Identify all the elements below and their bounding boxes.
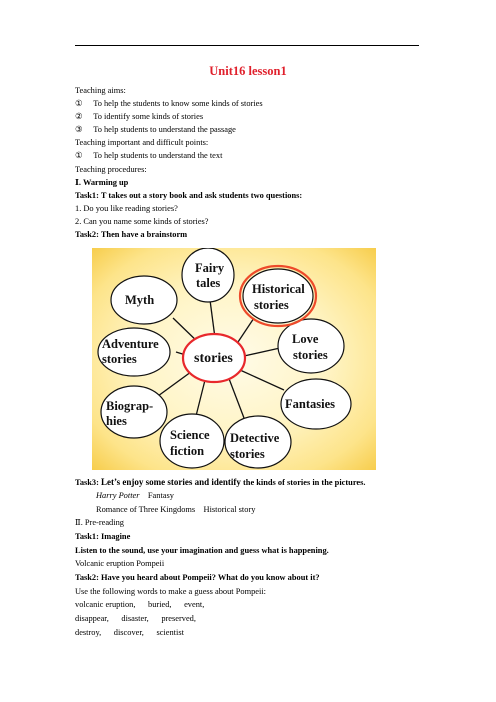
procedures-heading: Teaching procedures: [75, 165, 147, 174]
label-myth: Myth [125, 293, 154, 307]
label-detective-1: Detective [230, 431, 280, 445]
aim-item: ③ To help students to understand the pas… [75, 125, 236, 134]
aims-heading: Teaching aims: [75, 86, 126, 95]
task1-heading: Task1: T takes out a story book and ask … [75, 191, 303, 200]
label-adventure-1: Adventure [102, 337, 159, 351]
line-detective [227, 375, 245, 419]
question-2: 2. Can you name some kinds of stories? [75, 217, 209, 226]
bubble-fairy-tales [181, 248, 235, 303]
bubble-center [181, 332, 247, 384]
label-historical-2: stories [254, 298, 289, 312]
example-row: Romance of Three Kingdoms Historical sto… [96, 505, 256, 514]
aim-item: ② To identify some kinds of stories [75, 112, 204, 121]
question-1: 1. Do you like reading stories? [75, 204, 178, 213]
example-row: Harry Potter Fantasy [96, 491, 174, 500]
label-center: stories [194, 351, 233, 366]
bubble-science [159, 413, 225, 469]
section-warming-up: Ⅰ. Warming up [75, 178, 129, 187]
difficult-heading: Teaching important and difficult points: [75, 138, 209, 147]
label-fantasies: Fantasies [285, 397, 335, 411]
bubble-historical [242, 268, 314, 324]
header-rule [75, 45, 419, 46]
line-fairy [209, 299, 216, 339]
label-adventure-2: stories [102, 352, 137, 366]
words-line-1: volcanic eruption, buried, event, [75, 600, 205, 609]
label-fairy-1: Fairy [195, 261, 225, 275]
pre-task1-answer: Volcanic eruption Pompeii [75, 559, 165, 568]
page-title: Unit16 lesson1 [209, 64, 287, 78]
task3-heading: Task3: Let’s enjoy some stories and iden… [75, 477, 366, 487]
pre-task1-instruction: Listen to the sound, use your imaginatio… [75, 546, 329, 555]
aim-item: ① To help the students to know some kind… [75, 99, 263, 108]
pre-task1-heading: Task1: Imagine [75, 532, 131, 541]
bubble-fantasies [280, 378, 352, 430]
label-historical-1: Historical [252, 282, 305, 296]
label-science-2: fiction [170, 444, 204, 458]
words-line-3: destroy, discover, scientist [75, 628, 184, 637]
label-biography-1: Biograp- [106, 399, 153, 413]
brainstorm-svg: Fairy tales Myth Historical stories Adve… [97, 248, 352, 469]
line-fantasies [239, 369, 285, 391]
label-love-1: Love [292, 332, 319, 346]
bubble-myth [110, 275, 178, 325]
label-detective-2: stories [230, 447, 265, 461]
pre-task2-heading: Task2: Have you heard about Pompeii? Wha… [75, 573, 320, 582]
bubble-adventure [97, 327, 171, 377]
brainstorm-diagram: Fairy tales Myth Historical stories Adve… [92, 248, 376, 470]
label-science-1: Science [170, 428, 210, 442]
label-fairy-2: tales [196, 276, 220, 290]
label-biography-2: hies [106, 414, 127, 428]
words-line-2: disappear, disaster, preserved, [75, 614, 196, 623]
difficult-item: ① To help students to understand the tex… [75, 151, 223, 160]
pre-task2-instruction: Use the following words to make a guess … [75, 587, 266, 596]
bubble-detective [224, 415, 292, 469]
line-science [195, 375, 207, 417]
bubbles [97, 248, 352, 469]
bubble-love [277, 318, 345, 374]
line-historical [237, 317, 255, 343]
label-love-2: stories [293, 348, 328, 362]
task2-heading: Task2: Then have a brainstorm [75, 230, 188, 239]
highlight-ring [238, 264, 318, 328]
bubble-biography [100, 385, 168, 439]
line-love [243, 347, 281, 357]
section-pre-reading: Ⅱ. Pre-reading [75, 518, 124, 527]
